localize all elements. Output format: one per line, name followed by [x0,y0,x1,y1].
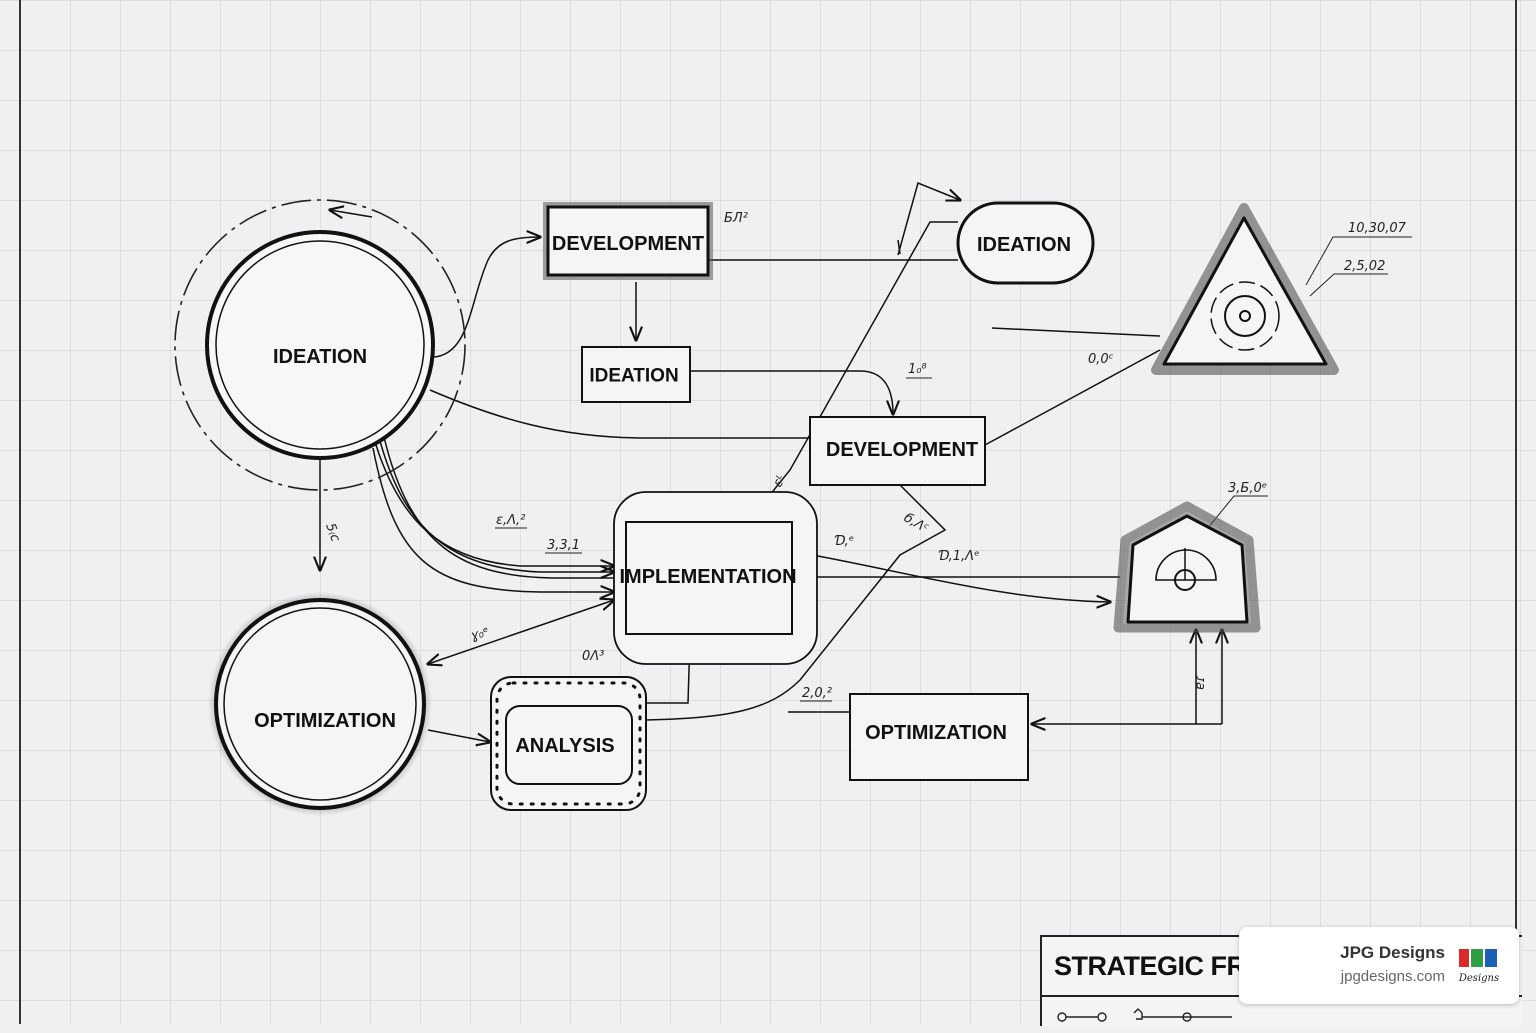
target-pentagon[interactable] [1113,501,1261,633]
optimization-circle-label: OPTIMIZATION [254,710,396,732]
ideation-box-label: IDEATION [589,366,678,387]
development-top-label: DEVELOPMENT [552,233,704,255]
analysis-node[interactable]: ANALYSIS [490,676,647,811]
ideation-outer-ring [205,230,435,460]
annotation-a4: 0,0ᶜ [1088,352,1114,367]
development-mid-box [809,416,986,486]
optimization-box-shape [849,693,1029,781]
annotation-a8: 3,3,1 [547,538,580,553]
ideation-pill-node[interactable]: IDEATION [956,201,1095,285]
implementation-box [625,521,793,635]
analysis-dots [495,681,642,806]
ideation-pill-label: IDEATION [977,234,1071,256]
optimization-box-label: OPTIMIZATION [865,722,1007,744]
annotation-a16: 2,0,² [802,686,832,701]
ideation-circle-label: IDEATION [273,346,367,368]
annotation-a6: 5₍c [322,521,342,544]
development-mid-label: DEVELOPMENT [826,439,978,461]
brand-logo-text: Designs [1458,973,1499,984]
target-triangle[interactable] [1151,203,1339,375]
optimization-box-node[interactable]: OPTIMIZATION [849,693,1029,781]
connector-curve-3 [383,436,614,579]
brand-url: jpgdesigns.com [1340,968,1445,985]
development-top-box [546,205,710,277]
triangle-shape [1162,216,1328,366]
cycle-arrow [330,210,373,217]
brand-name: JPG Designs [1340,943,1445,962]
gauge-icon [1155,549,1217,581]
brand-watermark-card: JPG Designs jpgdesigns.com Designs [1239,927,1519,1004]
annotation-a2: 10,30,07 [1348,221,1407,236]
development-mid-node[interactable]: DEVELOPMENT [809,416,986,486]
optimization-circle-node[interactable]: OPTIMIZATION [208,592,432,816]
connector-ideation-box-development [690,370,893,414]
annotation-a3: 2,5,02 [1344,259,1385,274]
leader-a2 [1305,236,1412,286]
jpg-logo-icon: Designs [1458,949,1499,984]
ideation-inner-ring [215,240,425,450]
annotation-a5: 1₀⁸ [908,362,927,377]
leader-a3 [1309,273,1388,297]
target-mid-ring [1224,295,1266,337]
connector-curve-2 [379,440,614,572]
optimization-outer-ring [214,598,426,810]
ideation-box-shape [581,346,691,403]
annotation-a15: 0Λ³ [582,649,604,664]
implementation-node[interactable]: IMPLEMENTATION [613,491,818,665]
target-center [1239,310,1251,322]
pentagon-shape [1126,514,1249,624]
connector-ideation-development [432,237,540,358]
implementation-label: IMPLEMENTATION [619,566,796,588]
target-outer-ring [1210,281,1280,351]
ideation-pill-shape [956,201,1095,285]
legend-symbols-icon [1057,1008,1232,1022]
zigzag-tail [897,239,901,255]
annotation-a11: Ɗ,ᵉ [834,534,854,549]
ideation-box-node[interactable]: IDEATION [581,346,691,403]
ideation-orbit [174,199,466,491]
development-top-node[interactable]: DEVELOPMENT [543,202,713,280]
connector-optimization-analysis [427,729,490,742]
connector-implementation-optimization [428,600,614,664]
connector-implementation-pentagon [795,551,1110,602]
annotation-a12: Ɗ,1,Λᵉ [938,549,980,564]
annotation-a14: ɣ₀ᵉ [469,625,491,644]
connector-circle-development [429,389,810,439]
annotation-a1: БЛ² [724,211,748,226]
connector-analysis-development [645,484,947,721]
connector-development-triangle [984,349,1161,446]
annotation-a17: ɐɾ [1193,675,1208,690]
zigzag-arrow [897,181,960,256]
analysis-label: ANALYSIS [515,735,614,757]
connector-line-triangle [991,327,1161,337]
optimization-inner-ring [223,607,417,801]
annotation-a13: 3,Б,0ᵉ [1228,481,1267,496]
ideation-circle-node[interactable]: IDEATION [174,199,466,491]
annotation-a7: ε,Λ,² [496,513,525,528]
analysis-inner [505,705,633,785]
connector-curve-4 [372,447,614,592]
